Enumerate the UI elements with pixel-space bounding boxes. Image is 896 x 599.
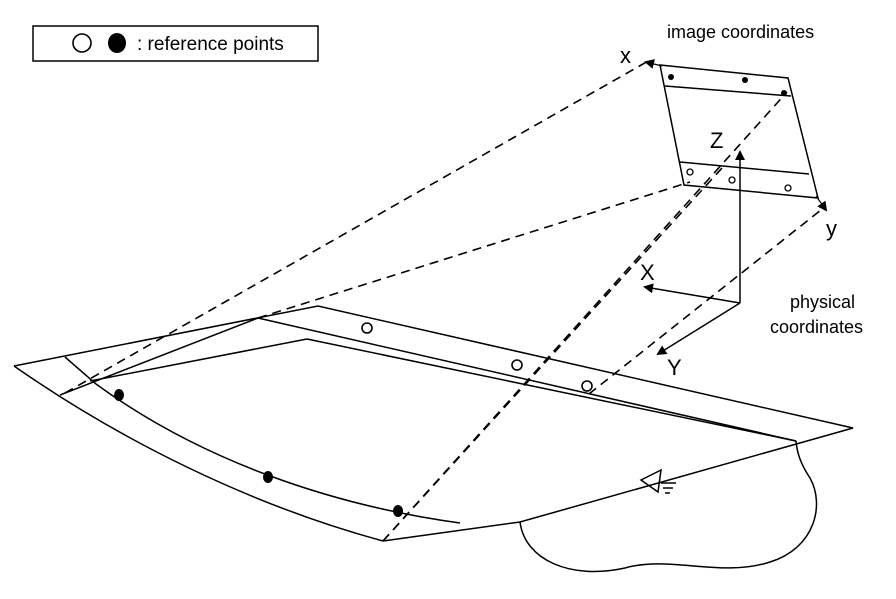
image-coordinates-title: image coordinates xyxy=(667,22,814,42)
image-y-axis-arrow xyxy=(815,195,828,212)
image-reference-point-filled xyxy=(742,77,748,83)
terrain-reference-points xyxy=(114,322,593,517)
physical-axes xyxy=(643,150,745,356)
legend: : reference points xyxy=(32,25,319,62)
physical-coordinates-title-line1: physical xyxy=(790,292,855,312)
projection-lines xyxy=(64,59,827,542)
image-y-label: y xyxy=(826,216,837,241)
reference-point-open xyxy=(581,380,593,392)
image-reference-point-open xyxy=(728,176,736,184)
image-x-label: x xyxy=(620,43,631,68)
image-plane xyxy=(659,64,819,199)
physical-coordinates-title-line2: coordinates xyxy=(770,317,863,337)
image-reference-point-open xyxy=(784,184,792,192)
terrain-surface xyxy=(13,305,854,542)
legend-filled-circle-icon xyxy=(108,33,126,53)
reference-point-open xyxy=(511,359,523,371)
y-axis-arrow xyxy=(656,302,741,356)
legend-label: : reference points xyxy=(137,34,284,55)
water-level-icon xyxy=(639,468,676,494)
image-reference-point-filled xyxy=(668,74,674,80)
physical-y-label: Y xyxy=(667,355,682,380)
water-body-outline xyxy=(519,440,818,573)
legend-open-circle-icon xyxy=(72,33,92,53)
reference-point-filled xyxy=(393,505,403,517)
physical-z-label: Z xyxy=(710,128,723,153)
image-reference-point-open xyxy=(686,168,694,176)
x-axis-arrow xyxy=(643,283,741,304)
reference-point-filled xyxy=(263,471,273,483)
reference-point-filled xyxy=(114,389,124,401)
reference-point-open xyxy=(361,322,373,334)
physical-x-label: X xyxy=(640,260,655,285)
image-x-axis-arrow xyxy=(644,59,663,69)
